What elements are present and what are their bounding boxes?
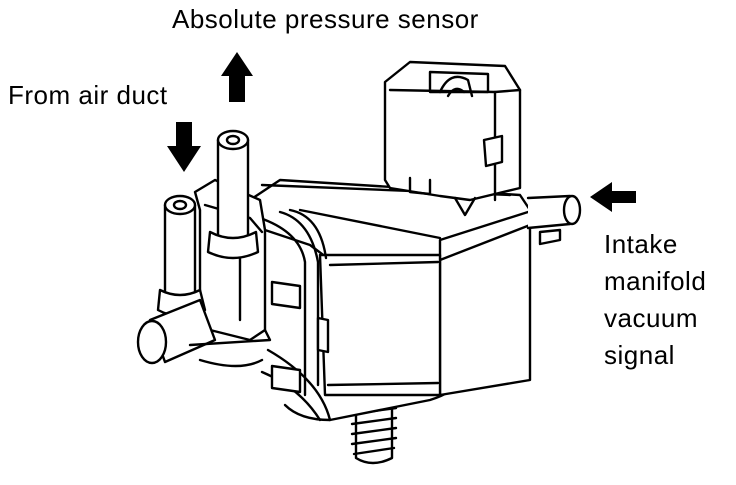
from-air-duct-label: From air duct [8,80,168,110]
arrow-down-icon [167,122,201,172]
intake-line-4: signal [604,340,675,370]
port-manifold [136,129,272,368]
absolute-pressure-sensor-label: Absolute pressure sensor [172,4,479,34]
arrow-left-icon [590,182,636,212]
intake-line-2: manifold [604,266,707,296]
retaining-clips [270,280,330,394]
intake-manifold-vacuum-signal-label: Intake manifold vacuum signal [604,226,706,374]
electrical-connector [383,60,522,217]
intake-line-1: Intake [604,229,678,259]
arrow-up-icon [221,52,253,102]
intake-line-3: vacuum [604,303,699,333]
intake-port [526,194,582,246]
